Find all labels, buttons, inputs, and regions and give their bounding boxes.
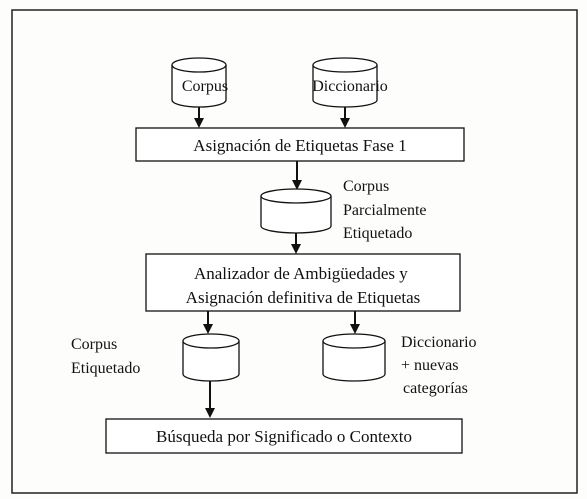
fase1-label: Asignación de Etiquetas Fase 1: [193, 136, 406, 155]
corpus-parcial-cylinder: [260, 188, 332, 234]
diccionario-label: Diccionario: [312, 78, 388, 95]
analizador-box: Analizador de Ambigüedades y Asignación …: [145, 253, 461, 312]
fase1-box: Asignación de Etiquetas Fase 1: [135, 127, 465, 162]
outer-frame: [11, 9, 578, 494]
corpus-parcial-label: Corpus Parcialmente Etiquetado: [343, 178, 431, 242]
corpus-cylinder: Corpus: [171, 57, 228, 108]
busqueda-label: Búsqueda por Significado o Contexto: [156, 427, 412, 446]
diccionario-nuevas-label: Diccionario + nuevas categorías: [401, 334, 481, 397]
corpus-label: Corpus: [182, 78, 228, 95]
busqueda-box: Búsqueda por Significado o Contexto: [105, 418, 463, 454]
diccionario-cylinder: Diccionario: [312, 57, 388, 108]
diccionario-nuevas-cylinder: [322, 333, 386, 382]
analizador-label: Analizador de Ambigüedades y Asignación …: [186, 264, 421, 307]
corpus-etiquetado-cylinder: [182, 333, 240, 382]
corpus-etiquetado-label: Corpus Etiquetado: [71, 336, 140, 377]
